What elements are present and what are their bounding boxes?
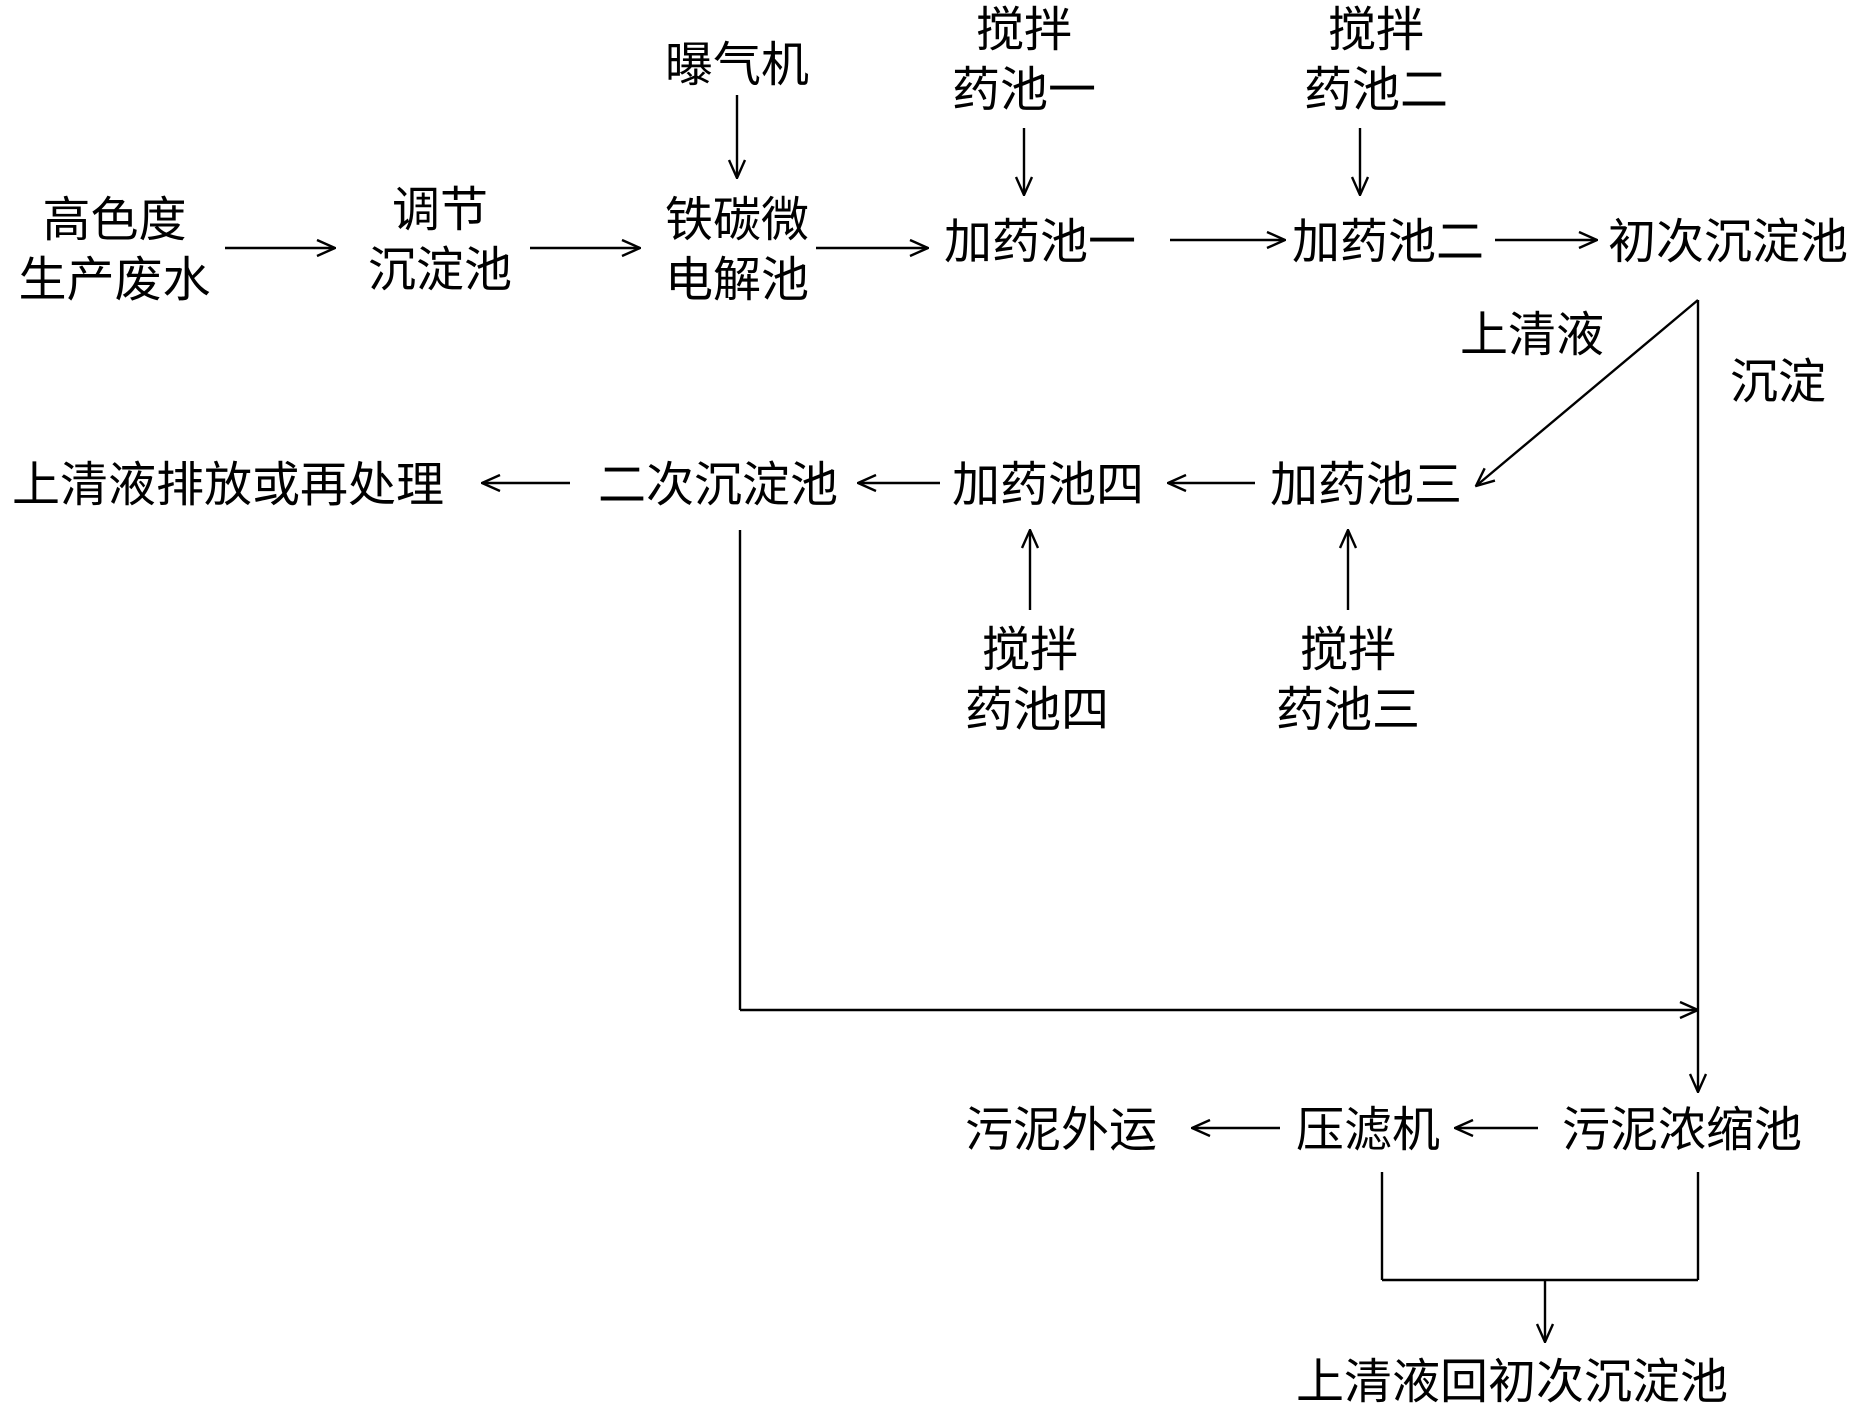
node-aerator: 曝气机 [664, 37, 810, 93]
node-sludge-out: 污泥外运 [965, 1102, 1158, 1158]
node-iron-carbon-tank: 铁碳微 电解池 [657, 190, 817, 310]
node-return-supernatant: 上清液回初次沉淀池 [1296, 1354, 1729, 1410]
node-sludge-thickener: 污泥浓缩池 [1562, 1102, 1803, 1158]
node-filter-press: 压滤机 [1296, 1102, 1441, 1158]
node-stir-tank-1: 搅拌 药池一 [944, 0, 1104, 120]
node-stir-tank-3: 搅拌 药池三 [1268, 620, 1428, 740]
node-stir-tank-4-line2: 药池四 [965, 682, 1110, 738]
node-dosing-tank-3: 加药池三 [1270, 457, 1463, 513]
node-regulating-tank-line2: 沉淀池 [367, 242, 512, 298]
node-discharge: 上清液排放或再处理 [12, 457, 445, 513]
node-stir-tank-2-line2: 药池二 [1303, 62, 1448, 118]
arrow-supernatant-diagonal [1476, 299, 1699, 486]
node-stir-tank-4: 搅拌 药池四 [965, 620, 1110, 740]
node-iron-carbon-tank-line2: 电解池 [664, 252, 809, 308]
node-regulating-tank-line1: 调节 [391, 182, 488, 238]
node-wastewater: 高色度 生产废水 [12, 190, 217, 310]
node-regulating-tank: 调节 沉淀池 [360, 180, 520, 300]
node-stir-tank-1-line2: 药池一 [951, 62, 1096, 118]
node-primary-settling: 初次沉淀池 [1608, 214, 1849, 270]
node-wastewater-line2: 生产废水 [18, 252, 211, 308]
node-dosing-tank-1: 加药池一 [944, 214, 1137, 270]
node-stir-tank-2: 搅拌 药池二 [1296, 0, 1456, 120]
node-stir-tank-2-line1: 搅拌 [1327, 2, 1424, 58]
node-dosing-tank-2: 加药池二 [1292, 214, 1485, 270]
node-stir-tank-4-line1: 搅拌 [981, 622, 1078, 678]
node-stir-tank-1-line1: 搅拌 [975, 2, 1072, 58]
node-wastewater-line1: 高色度 [42, 192, 187, 248]
node-stir-tank-3-line1: 搅拌 [1299, 622, 1396, 678]
node-stir-tank-3-line2: 药池三 [1275, 682, 1420, 738]
label-supernatant: 上清液 [1460, 307, 1605, 363]
node-dosing-tank-4: 加药池四 [952, 457, 1145, 513]
node-secondary-settling: 二次沉淀池 [598, 457, 839, 513]
node-iron-carbon-tank-line1: 铁碳微 [664, 192, 809, 248]
label-sediment: 沉淀 [1730, 354, 1827, 410]
